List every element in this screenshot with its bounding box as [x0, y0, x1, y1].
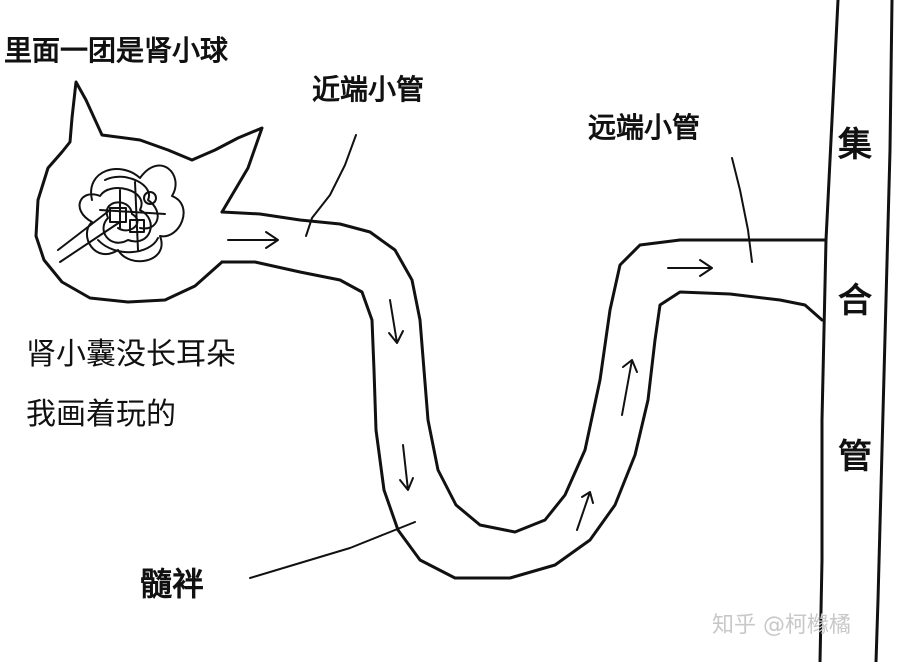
glomerulus-note-label: 里面一团是肾小球 — [4, 34, 229, 67]
bowmans-capsule — [34, 80, 264, 304]
collecting-duct-char-3: 管 — [838, 437, 872, 477]
collecting-duct-right-wall — [874, 0, 894, 664]
flow-arrows — [227, 231, 713, 531]
distal-tubule-label: 远端小管 — [588, 111, 701, 144]
glomerulus-scribble — [57, 164, 185, 263]
watermark: 知乎 @柯橼橘 — [712, 613, 851, 638]
proximal-tubule-label: 近端小管 — [312, 73, 425, 106]
collecting-duct-left-wall — [818, 0, 840, 664]
pointer-loop — [249, 521, 416, 579]
pointer-distal — [731, 157, 753, 263]
pointer-proximal — [305, 134, 357, 237]
tubule-outer-wall — [220, 210, 828, 534]
collecting-duct-char-2: 合 — [838, 281, 872, 321]
tubule-inner-wall — [220, 260, 824, 580]
capsule-note-line2: 我画着玩的 — [26, 397, 176, 432]
collecting-duct-char-1: 集 — [838, 125, 872, 165]
loop-of-henle-label: 髓袢 — [140, 565, 205, 603]
capsule-note-line1: 肾小囊没长耳朵 — [26, 337, 236, 372]
